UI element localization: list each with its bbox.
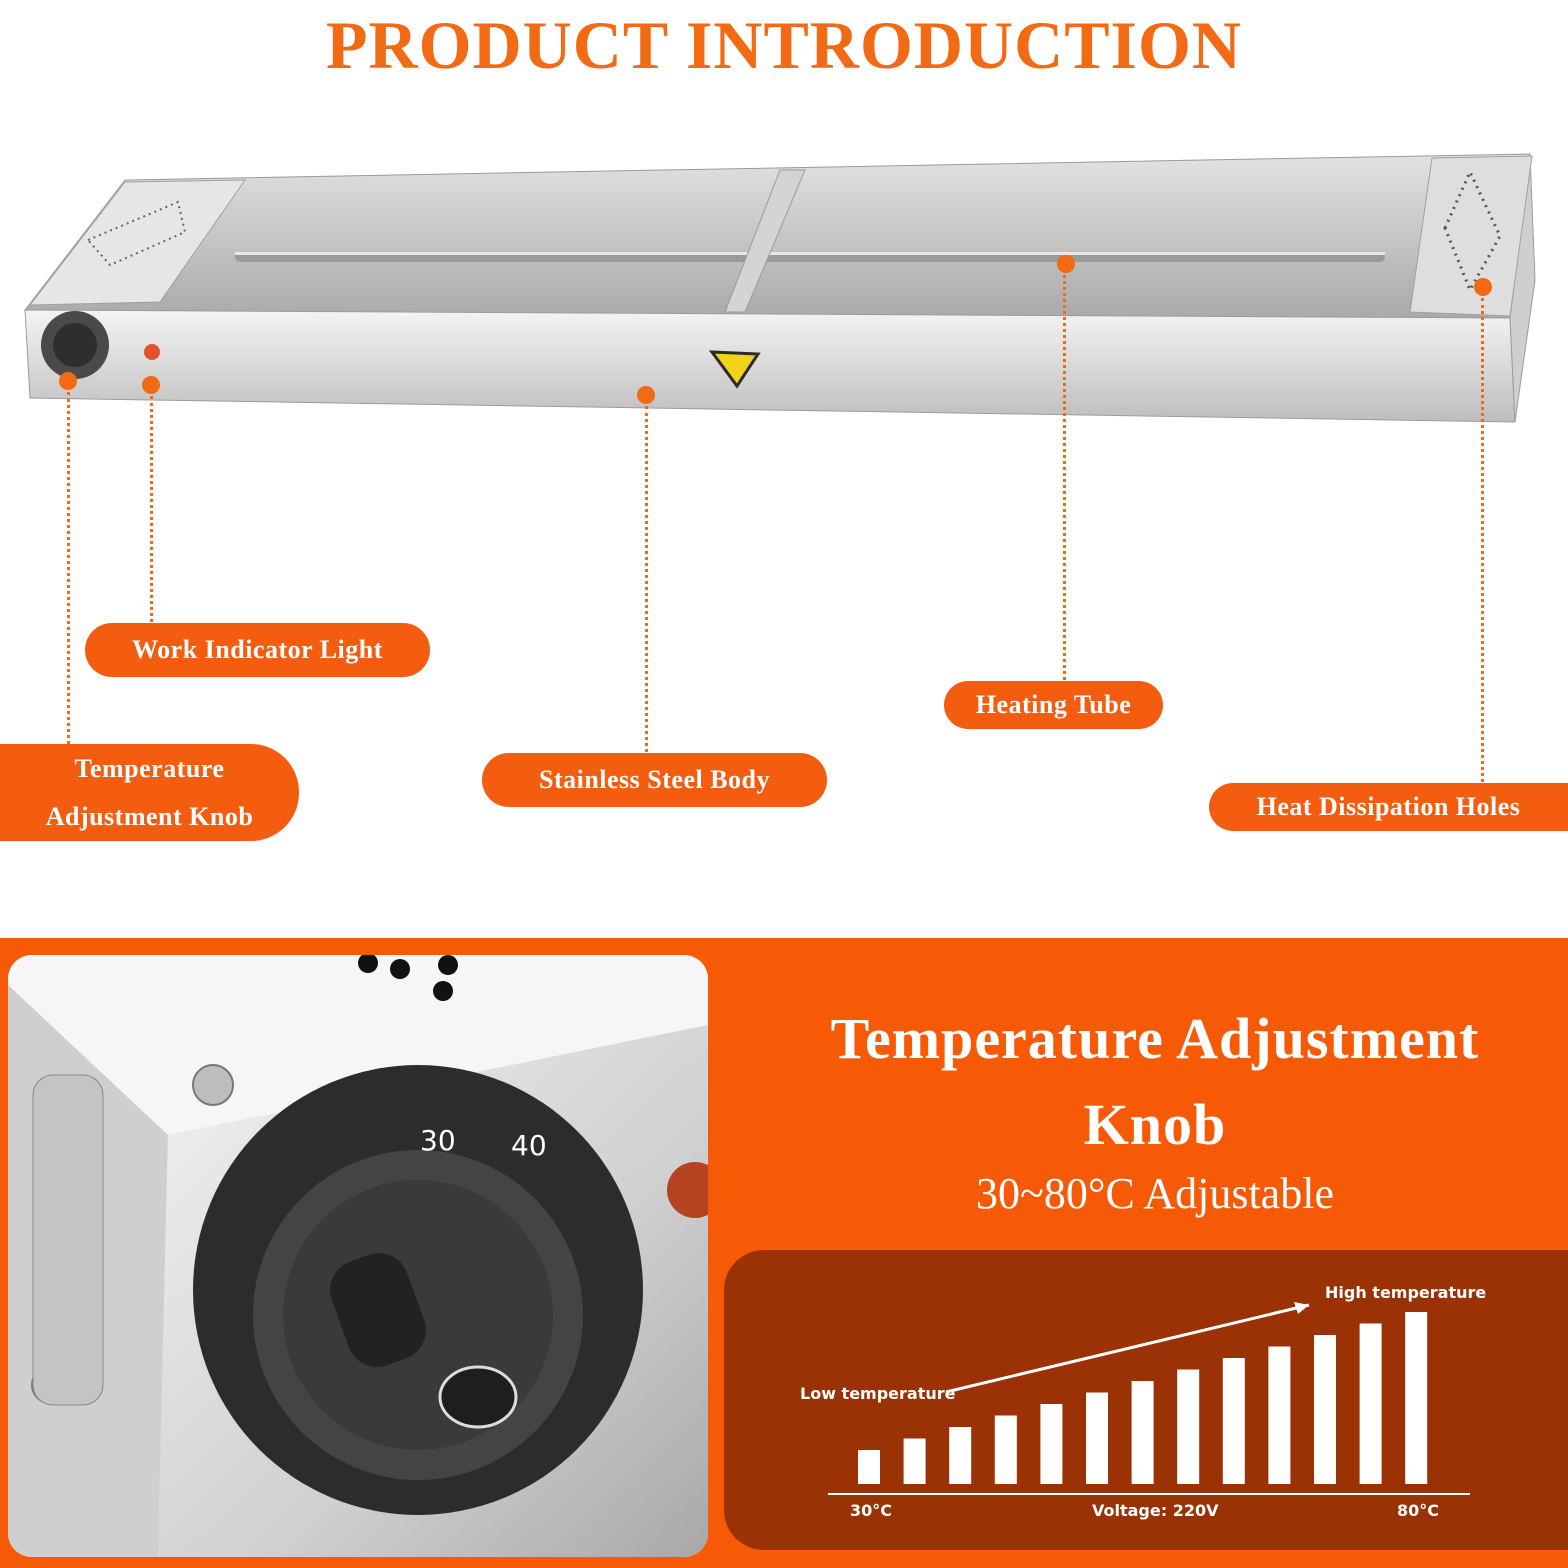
- chart-bar-3: [949, 1427, 972, 1484]
- x-middle-label: Voltage: 220V: [1092, 1501, 1219, 1520]
- x-start-label: 30°C: [850, 1501, 892, 1520]
- chart-bar-2: [903, 1438, 926, 1484]
- x-end-label: 80°C: [1397, 1501, 1439, 1520]
- knob-marker: [59, 372, 77, 390]
- knob-section-heading: Temperature Adjustment Knob: [760, 996, 1550, 1168]
- temperature-chart-svg: Low temperature High temperature 30°C Vo…: [800, 1283, 1486, 1520]
- page-title: PRODUCT INTRODUCTION: [325, 7, 1243, 83]
- high-temperature-label: High temperature: [1325, 1283, 1486, 1302]
- knob-heading-line1: Temperature Adjustment: [830, 1006, 1480, 1071]
- product-image: [23, 153, 1536, 423]
- knob-section-subheading: 30~80°C Adjustable: [976, 1169, 1334, 1218]
- chart-bar-12: [1359, 1323, 1382, 1484]
- holes-marker: [1474, 278, 1492, 296]
- body-leader: [645, 406, 648, 752]
- stainless-steel-body-label: Stainless Steel Body: [482, 753, 827, 807]
- dial-label-30: 30: [420, 1124, 456, 1157]
- chart-bar-7: [1131, 1381, 1154, 1484]
- holes-leader: [1481, 298, 1484, 782]
- chart-bar-11: [1314, 1335, 1336, 1484]
- heating-tube-label: Heating Tube: [944, 681, 1163, 729]
- temperature-knob-label: Temperature Adjustment Knob: [0, 744, 299, 841]
- chart-bar-9: [1222, 1358, 1245, 1484]
- knob-heading-line2: Knob: [1083, 1092, 1227, 1157]
- knob-closeup-photo: 30 40: [8, 955, 708, 1557]
- chart-bar-1: [858, 1450, 880, 1484]
- chart-bar-4: [994, 1415, 1017, 1484]
- indicator-leader: [150, 396, 153, 622]
- low-temperature-label: Low temperature: [800, 1384, 956, 1403]
- knob-leader: [67, 392, 70, 744]
- temperature-chart: Low temperature High temperature 30°C Vo…: [724, 1250, 1568, 1550]
- chart-bar-8: [1177, 1369, 1200, 1484]
- body-marker: [637, 386, 655, 404]
- work-indicator-light-label: Work Indicator Light: [85, 623, 430, 677]
- dial-label-40: 40: [511, 1129, 547, 1162]
- tube-leader: [1063, 275, 1066, 680]
- heat-dissipation-holes-label: Heat Dissipation Holes: [1209, 783, 1568, 831]
- chart-bar-10: [1268, 1346, 1291, 1484]
- indicator-marker: [142, 376, 160, 394]
- chart-bar-6: [1086, 1392, 1108, 1484]
- trend-arrow-head: [1294, 1302, 1309, 1314]
- tube-marker: [1057, 255, 1075, 273]
- chart-bar-13: [1405, 1312, 1428, 1484]
- chart-bar-5: [1040, 1404, 1063, 1484]
- trend-arrow: [945, 1303, 1310, 1394]
